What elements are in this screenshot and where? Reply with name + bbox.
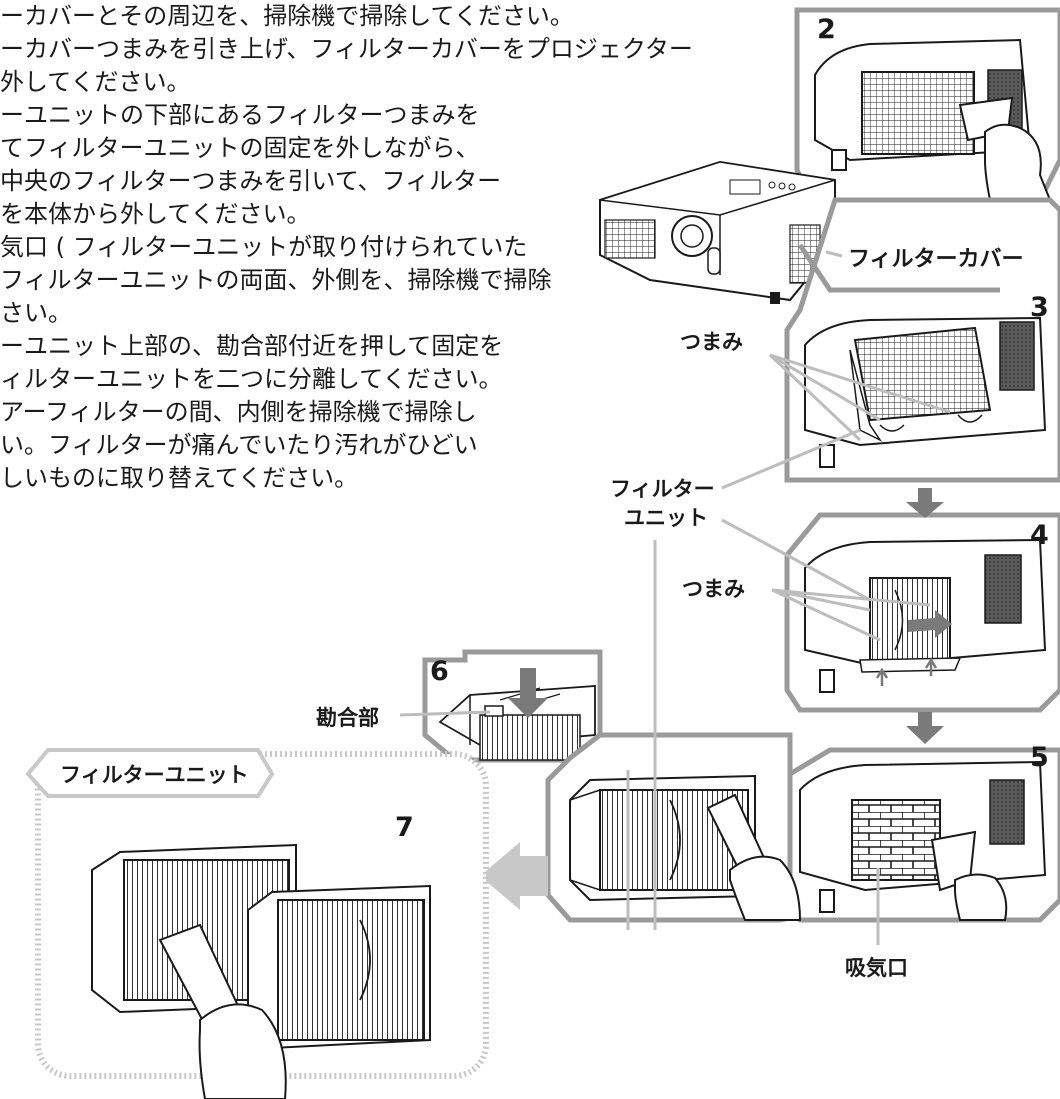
instruction-line: を本体から外してください。 — [0, 200, 311, 228]
instruction-list: ーカバーとその周辺を、掃除機で掃除してください。ーカバーつまみを引き上げ、フィル… — [0, 0, 780, 495]
step-6-panel — [422, 649, 603, 763]
filter-top-view-6 — [438, 685, 596, 761]
step-4-number: 4 — [1030, 520, 1049, 551]
step-2-number: 2 — [817, 14, 836, 45]
step-3-number: 3 — [1030, 292, 1049, 323]
projector-side-view-3 — [804, 316, 1047, 468]
instruction-line: てフィルターユニットの固定を外しながら、 — [0, 134, 480, 162]
filter-cover-label: フィルターカバー — [848, 247, 1024, 272]
instruction-line: アーフィルターの間、内側を掃除機で掃除し — [0, 398, 477, 426]
instruction-line: ィルターユニットを二つに分離してください。 — [0, 365, 503, 393]
instruction-line: ーユニットの下部にあるフィルターつまみを — [0, 101, 480, 129]
projector-side-view-5 — [799, 760, 1047, 913]
instruction-line: 外してください。 — [0, 68, 191, 96]
intake-vent-label: 吸気口 — [845, 956, 908, 980]
arrow-3-to-4 — [906, 488, 944, 518]
hand-with-vacuum-5 — [930, 830, 1008, 921]
press-down-arrow — [508, 668, 548, 718]
knob-label-3: つまみ — [680, 330, 743, 354]
instruction-line: フィルターユニットの両面、外側を、掃除機で掃除 — [0, 266, 552, 294]
step-5-panel — [777, 747, 1060, 923]
transfer-arrow — [480, 842, 548, 910]
filter-unit-tag-label: フィルターユニット — [60, 763, 249, 787]
instruction-line: ーユニット上部の、勘合部付近を押して固定を — [0, 332, 504, 360]
projector-main — [599, 160, 836, 304]
fitting-part-label: 勘合部 — [316, 706, 379, 730]
filter-unit-panel — [545, 732, 802, 923]
hand-with-vacuum-6 — [706, 793, 802, 921]
push-up-arrow-right — [924, 657, 938, 676]
knob-label-4: つまみ — [682, 577, 745, 601]
instruction-line: 気口 ( フィルターユニットが取り付けられていた — [0, 233, 528, 261]
step-7-number: 7 — [395, 812, 414, 843]
filter-unit-tag-shape — [25, 748, 275, 798]
arrow-4-to-5 — [906, 712, 944, 744]
instruction-line: い。フィルターが痛んでいたり汚れがひどい — [0, 431, 478, 459]
step-6-number: 6 — [430, 656, 449, 687]
hand-with-vacuum-2 — [958, 96, 1052, 201]
instruction-line: ーカバーつまみを引き上げ、フィルターカバーをプロジェクター — [0, 35, 693, 63]
step-7-panel — [35, 751, 489, 1099]
instruction-line: さい。 — [0, 299, 72, 327]
instruction-line: ーカバーとその周辺を、掃除機で掃除してください。 — [0, 2, 574, 30]
step-2-panel — [794, 7, 1060, 203]
pull-arrow — [908, 610, 952, 638]
hand-with-vacuum-7 — [158, 923, 287, 1099]
filter-unit-label-line2: ユニット — [624, 506, 708, 530]
step-5-number: 5 — [1030, 742, 1049, 773]
instruction-line: 中央のフィルターつまみを引いて、フィルター — [0, 167, 502, 195]
step-3-panel — [784, 197, 1060, 483]
filter-unit-label-line1: フィルター — [610, 477, 715, 501]
step-4-panel — [784, 512, 1060, 713]
push-up-arrow-left — [875, 667, 889, 686]
leader-lines — [399, 250, 951, 945]
instruction-line: しいものに取り替えてください。 — [0, 464, 359, 492]
